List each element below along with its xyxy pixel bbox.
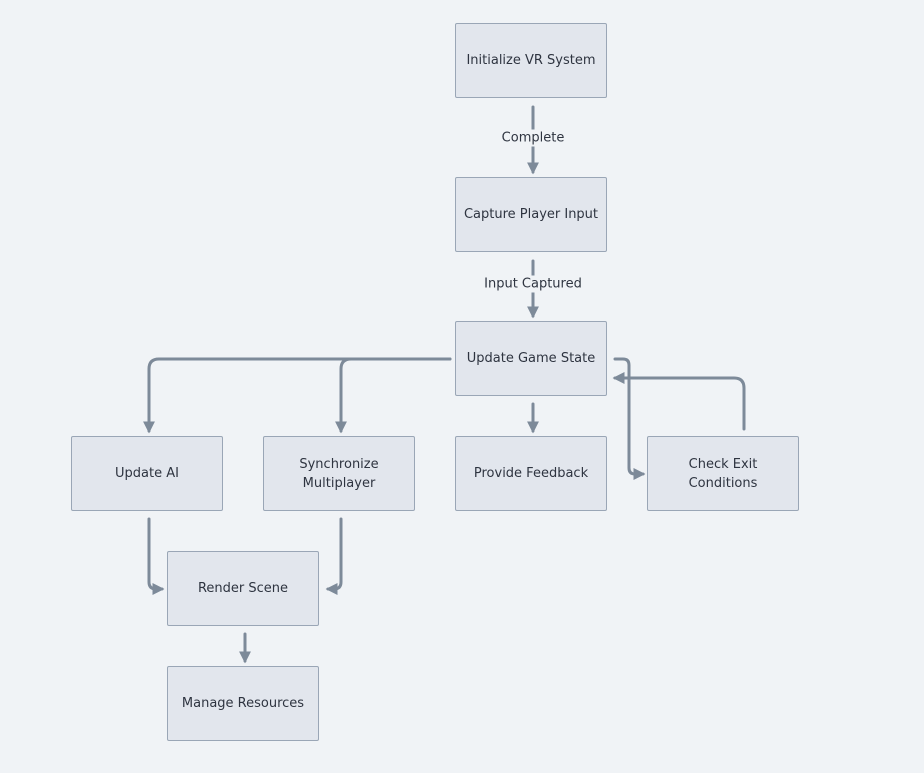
node-label: Update AI — [115, 466, 179, 481]
node-label: Check Exit Conditions — [688, 456, 758, 491]
node-check-exit-conditions[interactable]: Check Exit Conditions — [647, 436, 799, 511]
edge-label-input-captured: Input Captured — [481, 275, 585, 293]
node-label: Capture Player Input — [463, 207, 599, 222]
edge-label-complete: Complete — [498, 129, 568, 147]
node-capture-player-input[interactable]: Capture Player Input — [455, 177, 607, 252]
edge-exit-to-update-state — [612, 372, 746, 431]
edge-sync-to-render — [325, 517, 343, 595]
node-label: Synchronize Multiplayer — [299, 456, 379, 491]
node-label: Initialize VR System — [466, 53, 596, 68]
node-update-ai[interactable]: Update AI — [71, 436, 223, 511]
node-label: Provide Feedback — [473, 466, 589, 481]
node-label: Manage Resources — [181, 696, 305, 711]
node-render-scene[interactable]: Render Scene — [167, 551, 319, 626]
edge-update-state-to-update-ai — [143, 357, 452, 434]
edge-update-ai-to-render — [147, 517, 165, 595]
node-label: Update Game State — [466, 351, 596, 366]
node-manage-resources[interactable]: Manage Resources — [167, 666, 319, 741]
node-synchronize-multiplayer[interactable]: Synchronize Multiplayer — [263, 436, 415, 511]
node-initialize-vr-system[interactable]: Initialize VR System — [455, 23, 607, 98]
edge-update-state-to-exit — [613, 357, 646, 480]
node-label: Render Scene — [197, 581, 289, 596]
node-provide-feedback[interactable]: Provide Feedback — [455, 436, 607, 511]
edge-update-state-to-sync — [335, 357, 452, 434]
node-update-game-state[interactable]: Update Game State — [455, 321, 607, 396]
